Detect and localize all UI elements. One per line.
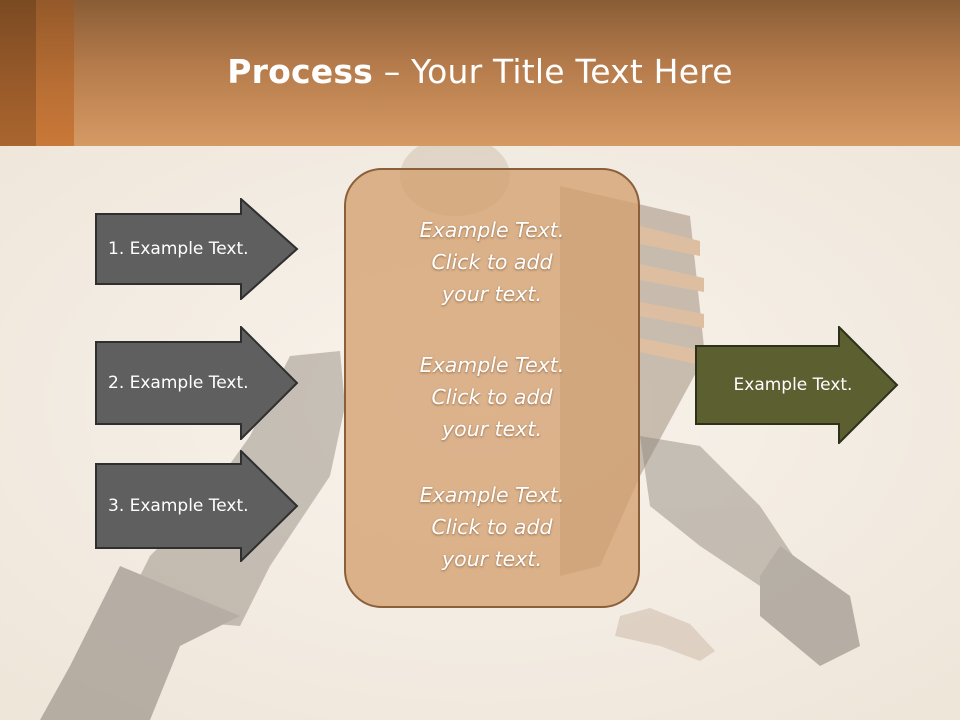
panel-line: Click to add [431, 385, 553, 409]
title-rest: – Your Title Text Here [373, 52, 733, 91]
panel-line: your text. [442, 547, 542, 571]
process-text-panel[interactable]: Example Text. Click to add your text. Ex… [344, 168, 640, 608]
title-bold: Process [227, 52, 374, 91]
header-band [0, 0, 960, 146]
process-step-label: 1. Example Text. [108, 239, 249, 259]
right-arrow-shape [695, 324, 899, 446]
panel-line: Example Text. [419, 483, 565, 507]
right-arrow-shape [95, 196, 299, 302]
slide-title[interactable]: Process – Your Title Text Here [0, 52, 960, 91]
process-step-label: 2. Example Text. [108, 373, 249, 393]
panel-line: Click to add [431, 515, 553, 539]
panel-line: Click to add [431, 250, 553, 274]
process-step-arrow-2[interactable]: 2. Example Text. [95, 324, 299, 442]
panel-text-block-1[interactable]: Example Text. Click to add your text. [346, 214, 638, 310]
panel-text-block-2[interactable]: Example Text. Click to add your text. [346, 349, 638, 445]
header-accent-stripe [36, 0, 74, 146]
right-arrow-shape [95, 324, 299, 442]
panel-text-block-3[interactable]: Example Text. Click to add your text. [346, 479, 638, 575]
process-step-label: 3. Example Text. [108, 496, 249, 516]
panel-line: your text. [442, 282, 542, 306]
result-label: Example Text. [733, 375, 853, 395]
right-arrow-shape [95, 448, 299, 564]
process-step-arrow-3[interactable]: 3. Example Text. [95, 448, 299, 564]
panel-line: Example Text. [419, 218, 565, 242]
header-accent-stripe [0, 0, 36, 146]
panel-line: Example Text. [419, 353, 565, 377]
panel-line: your text. [442, 417, 542, 441]
process-step-arrow-1[interactable]: 1. Example Text. [95, 196, 299, 302]
result-arrow[interactable]: Example Text. [695, 324, 899, 446]
